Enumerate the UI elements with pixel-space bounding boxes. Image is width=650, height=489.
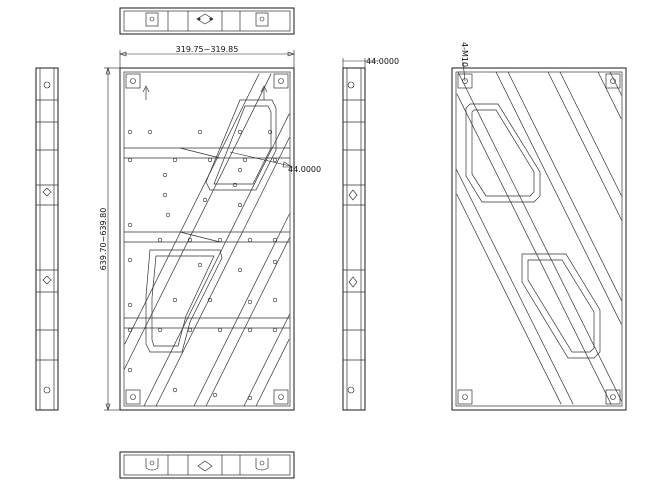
mount-hole xyxy=(272,157,278,163)
mount-hole xyxy=(217,237,223,243)
mount-hole xyxy=(127,222,133,228)
mount-hole xyxy=(172,387,178,393)
mount-hole xyxy=(217,327,223,333)
mount-hole xyxy=(237,167,243,173)
rib-line xyxy=(507,71,623,301)
rib-line xyxy=(205,237,291,407)
rib-line xyxy=(609,71,622,96)
rib-line xyxy=(124,73,260,345)
top-edge-view xyxy=(119,7,295,35)
mount-hole xyxy=(247,299,253,305)
rib-line xyxy=(193,213,290,407)
mount-hole xyxy=(202,197,208,203)
rib-line xyxy=(457,71,622,402)
right-side-view: 44.0000 xyxy=(342,57,399,411)
mount-hole xyxy=(162,192,168,198)
rib-line xyxy=(547,71,623,221)
mount-hole xyxy=(172,297,178,303)
section-depth-label: 44.0000 xyxy=(288,165,321,174)
rib-line xyxy=(123,73,272,370)
mount-hole xyxy=(162,172,168,178)
bottom-edge-view xyxy=(119,451,295,479)
mount-hole xyxy=(127,302,133,308)
mount-hole xyxy=(147,129,153,135)
mount-hole xyxy=(272,327,278,333)
mount-hole xyxy=(127,157,133,163)
mount-hole xyxy=(157,237,163,243)
mount-hole xyxy=(247,395,253,401)
side-depth-label: 44.0000 xyxy=(366,57,399,66)
rib-line xyxy=(243,313,291,407)
mount-hole xyxy=(207,297,213,303)
mount-hole xyxy=(127,129,133,135)
mount-hole xyxy=(197,262,203,268)
rib-line xyxy=(155,136,290,407)
rear-view: 4-M10 xyxy=(451,42,627,411)
section-depth-callout: 44.0000 xyxy=(229,151,321,174)
rib-line xyxy=(255,339,290,407)
rib-line xyxy=(456,93,612,405)
mount-hole xyxy=(187,237,193,243)
hole-callout-label: 4-M10 xyxy=(460,42,469,67)
front-view xyxy=(119,67,295,411)
mount-hole xyxy=(237,267,243,273)
left-side-view xyxy=(35,67,59,411)
mount-hole xyxy=(187,327,193,333)
width-dimension-label: 319.75~319.85 xyxy=(176,45,239,54)
height-dimension-label: 639.70~639.80 xyxy=(99,208,108,271)
mount-hole xyxy=(247,327,253,333)
width-dimension: 319.75~319.85 xyxy=(119,45,295,68)
rib-line xyxy=(455,168,574,405)
mount-hole xyxy=(157,327,163,333)
mount-hole xyxy=(247,237,253,243)
rib-line xyxy=(143,113,290,407)
mount-hole xyxy=(242,157,248,163)
mount-hole xyxy=(207,157,213,163)
height-dimension: 639.70~639.80 xyxy=(99,67,120,411)
rib-line xyxy=(597,71,622,119)
mount-hole xyxy=(272,259,278,265)
rib-line xyxy=(559,71,622,196)
mount-hole xyxy=(165,212,171,218)
mount-hole xyxy=(237,129,243,135)
mount-hole xyxy=(172,157,178,163)
mount-hole xyxy=(127,257,133,263)
mount-hole xyxy=(272,297,278,303)
mount-hole xyxy=(127,327,133,333)
mount-hole xyxy=(267,129,273,135)
rib-line xyxy=(456,193,562,405)
mount-hole xyxy=(237,202,243,208)
rib-line xyxy=(495,71,622,325)
mount-hole xyxy=(197,129,203,135)
mount-hole xyxy=(212,392,218,398)
mount-hole xyxy=(127,367,133,373)
mount-hole xyxy=(232,182,238,188)
mount-hole xyxy=(272,237,278,243)
